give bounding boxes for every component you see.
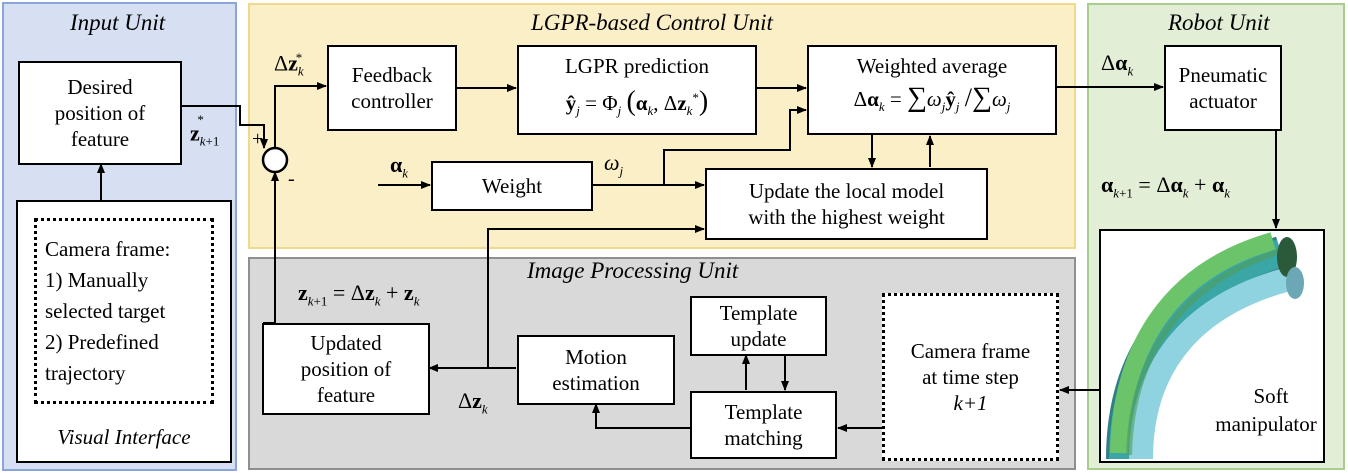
pneumatic-actuator-box: Pneumatic actuator	[1164, 45, 1282, 131]
lgpr-title: LGPR prediction	[564, 54, 710, 78]
soft-line-2: manipulator	[1215, 412, 1317, 436]
weight-label: Weight	[481, 174, 543, 198]
soft-manipulator-image	[1106, 232, 1304, 460]
soft-manipulator-box: Soft manipulator	[1099, 229, 1325, 463]
template-matching-box: Template matching	[690, 391, 837, 459]
updated-line-3: feature	[316, 383, 376, 407]
weighted-title: Weighted average	[856, 54, 1008, 78]
lgpr-equation: ŷj = Φj (αk, Δzk*)	[565, 86, 709, 119]
pneumatic-line-2: actuator	[1189, 89, 1257, 113]
z-star-k-plus-1-label: zk+1*	[190, 112, 220, 149]
delta-z-star-label: Δzk*	[274, 50, 304, 79]
camera-step-line-2: at time step	[922, 365, 1019, 389]
sum-minus-sign: -	[288, 168, 295, 190]
updated-line-1: Updated	[310, 331, 382, 355]
summation-junction	[261, 146, 289, 174]
update-line-1: Update the local model	[748, 179, 945, 203]
camera-input-line-3: selected target	[45, 298, 166, 323]
update-local-model-box: Update the local model with the highest …	[705, 168, 988, 240]
alpha-update-equation: αk+1 = Δαk + αk	[1101, 172, 1231, 201]
robot-unit-title: Robot Unit	[1168, 10, 1270, 35]
update-line-2: with the highest weight	[748, 205, 945, 229]
delta-z-k-label: Δzk	[458, 388, 488, 417]
template-update-line-2: update	[730, 327, 787, 351]
camera-input-line-2: 1) Manually	[45, 267, 149, 292]
motion-estimation-box: Motion estimation	[517, 335, 675, 405]
feedback-line-1: Feedback	[351, 63, 433, 87]
updated-position-box: Updated position of feature	[262, 323, 430, 415]
input-unit-title: Input Unit	[70, 10, 166, 35]
camera-frame-input-outer-box: Camera frame: 1) Manually selected targe…	[16, 200, 232, 463]
sum-plus-sign: +	[252, 128, 264, 150]
template-matching-line-1: Template	[724, 400, 803, 424]
desired-line-2: position of	[54, 101, 146, 125]
soft-line-1: Soft	[1253, 384, 1289, 408]
weighted-equation: Δαk = ∑ωjŷj /∑ωj	[853, 82, 1011, 115]
motion-line-2: estimation	[552, 371, 640, 395]
omega-j-label: ωj	[604, 150, 624, 179]
control-unit-title: LGPR-based Control Unit	[531, 10, 773, 35]
motion-line-1: Motion	[565, 345, 627, 369]
delta-alpha-k-label: Δαk	[1101, 50, 1134, 79]
desired-position-box: Desired position of feature	[18, 61, 182, 165]
template-matching-line-2: matching	[724, 426, 803, 450]
weighted-average-box: Weighted average Δαk = ∑ωjŷj /∑ωj	[807, 45, 1057, 135]
pneumatic-line-1: Pneumatic	[1178, 63, 1268, 87]
camera-step-line-3: k+1	[953, 391, 988, 415]
template-update-box: Template update	[690, 296, 827, 356]
camera-step-line-1: Camera frame	[910, 339, 1031, 363]
z-update-equation: zk+1 = Δzk + zk	[298, 280, 420, 309]
weight-box: Weight	[431, 161, 593, 211]
camera-frame-step-box: Camera frame at time step k+1	[882, 293, 1059, 461]
camera-frame-input-box: Camera frame: 1) Manually selected targe…	[34, 218, 214, 404]
alpha-k-input-label: αk	[390, 152, 409, 181]
template-update-line-1: Template	[719, 301, 798, 325]
feedback-controller-box: Feedback controller	[327, 45, 457, 131]
updated-line-2: position of	[300, 357, 392, 381]
camera-input-line-4: 2) Predefined	[45, 329, 159, 354]
camera-input-line-5: trajectory	[45, 360, 126, 385]
lgpr-prediction-box: LGPR prediction ŷj = Φj (αk, Δzk*)	[517, 45, 757, 135]
desired-line-1: Desired	[67, 75, 133, 99]
desired-line-3: feature	[70, 127, 130, 151]
image-processing-unit-title: Image Processing Unit	[527, 258, 739, 283]
feedback-line-2: controller	[351, 89, 433, 113]
camera-input-line-1: Camera frame:	[45, 236, 171, 261]
visual-interface-label: Visual Interface	[57, 425, 191, 449]
